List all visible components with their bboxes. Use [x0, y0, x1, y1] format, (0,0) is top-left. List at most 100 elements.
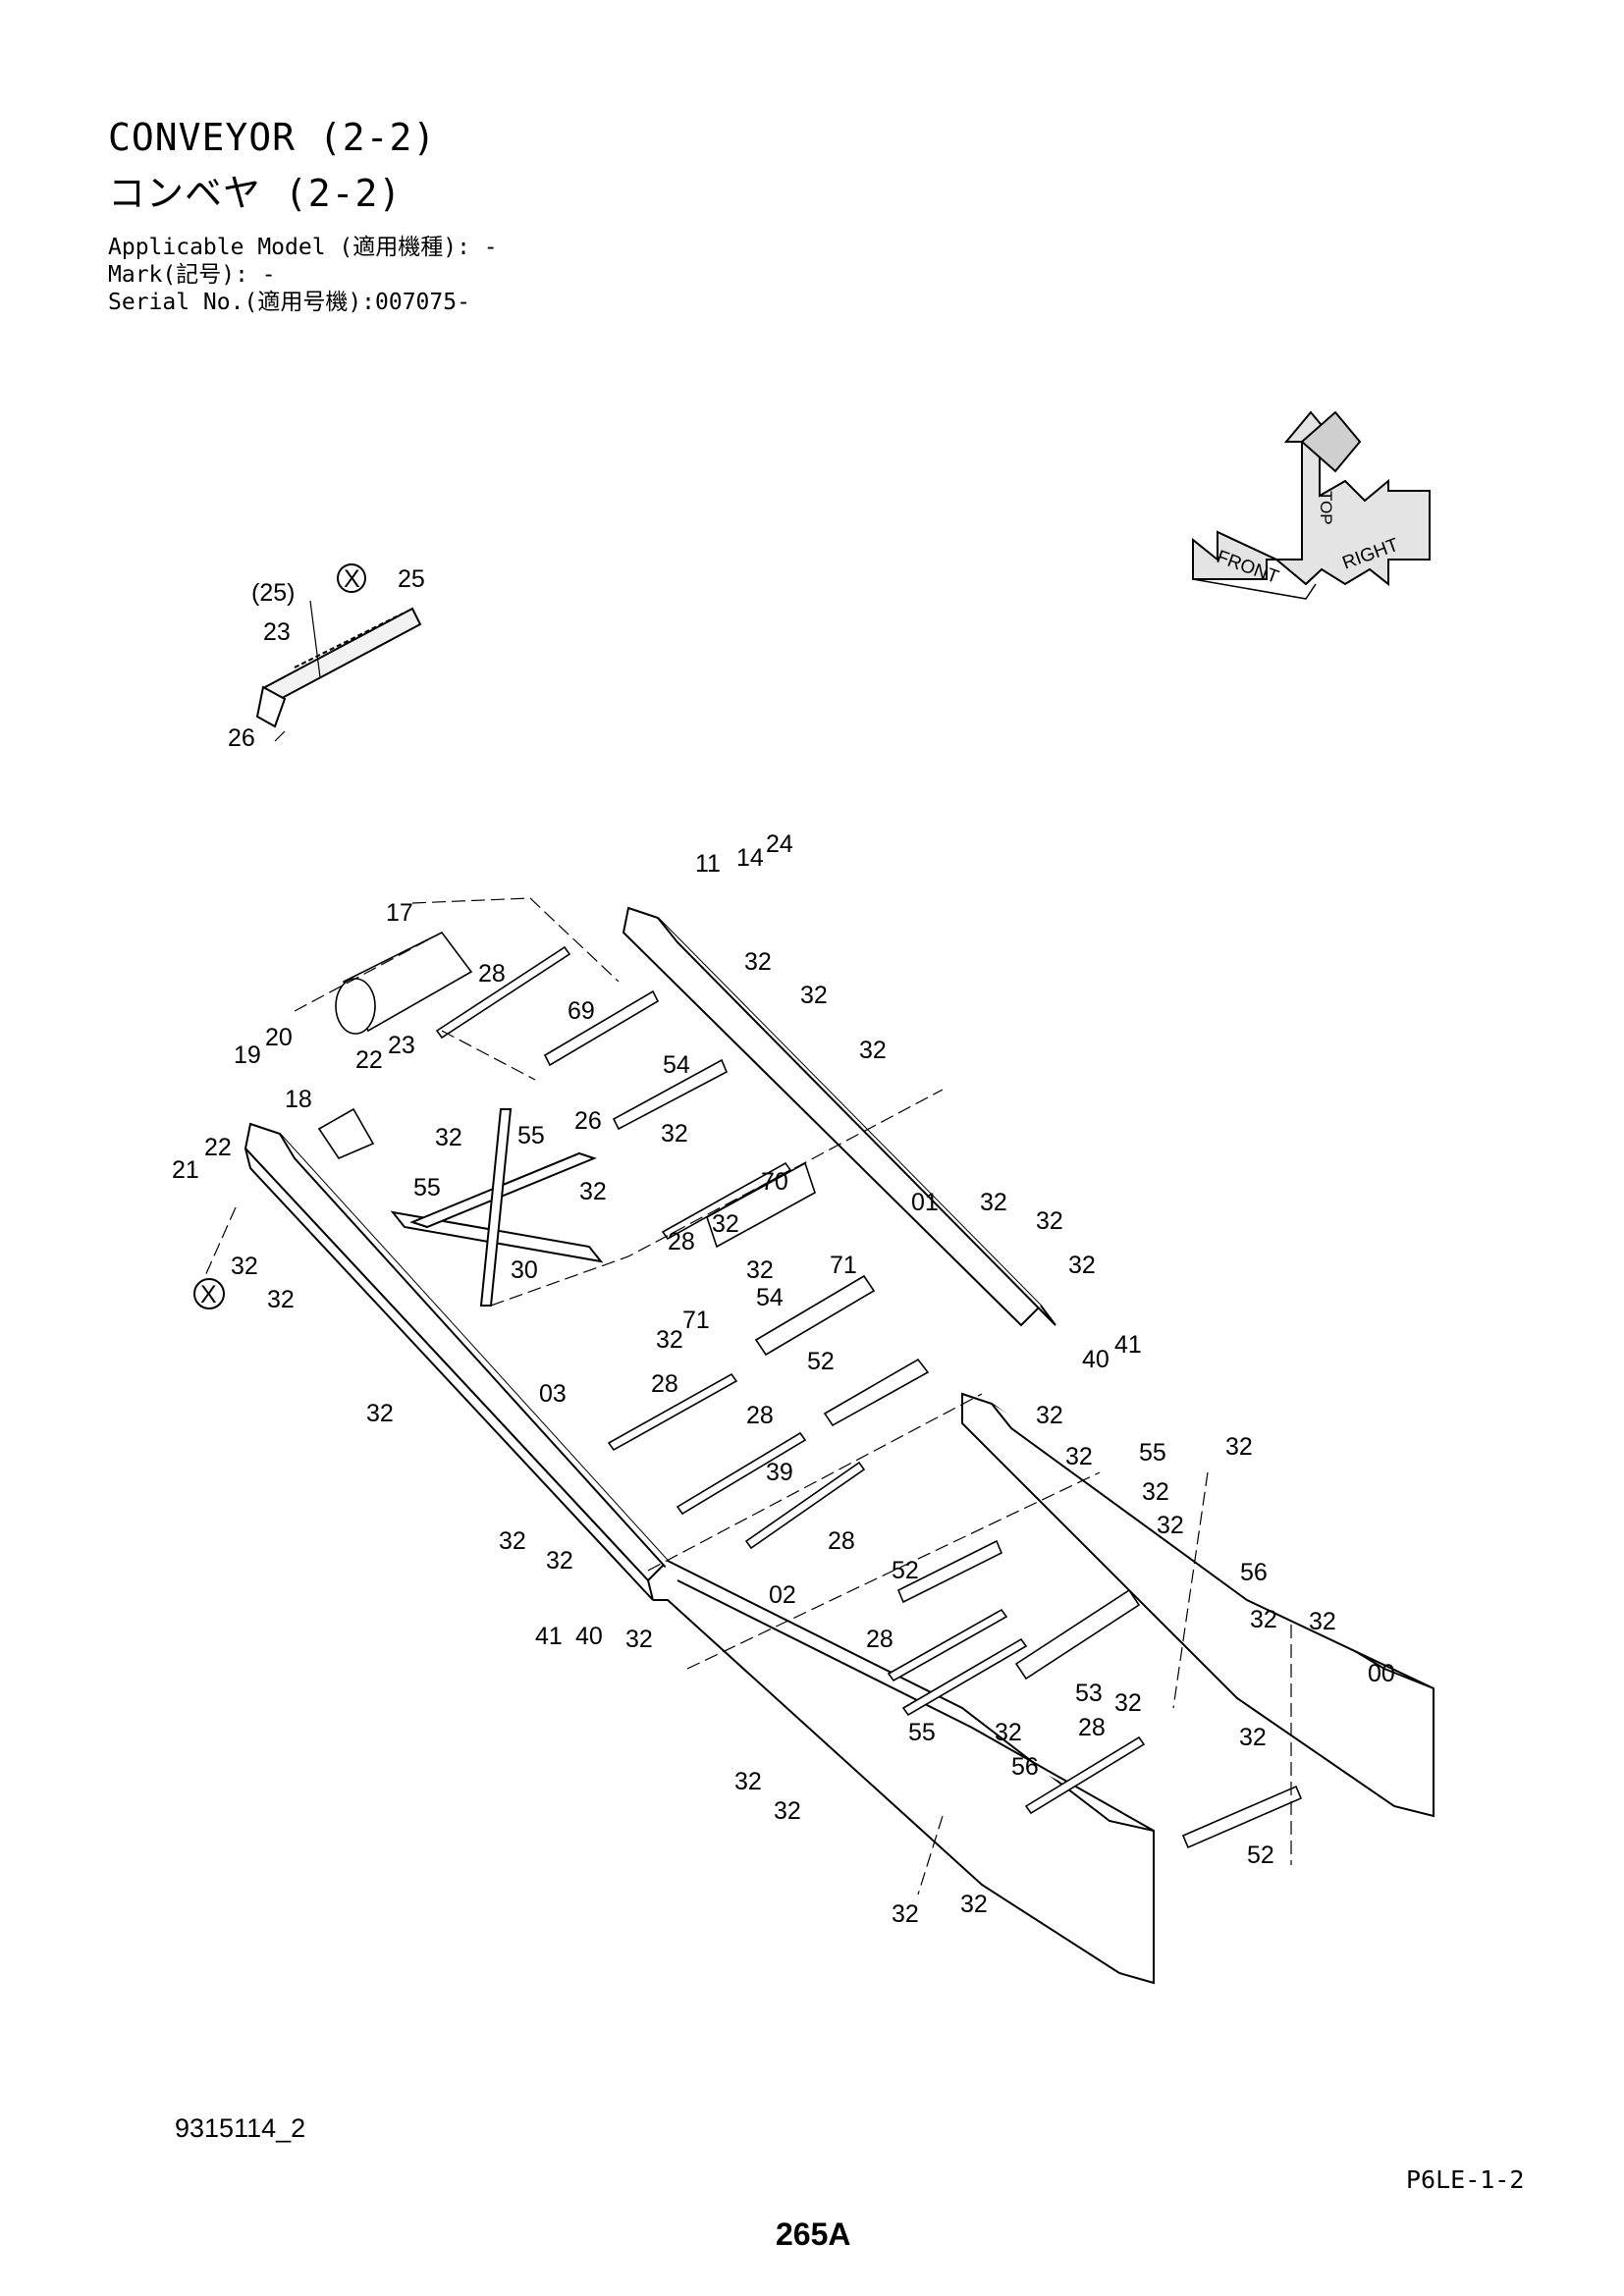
- callout: 32: [366, 1400, 394, 1427]
- callout: 11: [695, 850, 721, 878]
- callout: 00: [1368, 1660, 1395, 1687]
- callout: 56: [1240, 1559, 1268, 1586]
- cross-shafts: [435, 945, 1146, 1815]
- drawing-code: 9315114_2: [175, 2113, 306, 2143]
- top-label: TOP: [1317, 491, 1335, 525]
- callout: 32: [800, 982, 828, 1009]
- rollers: [317, 931, 1303, 1849]
- callout: 32: [746, 1256, 774, 1284]
- callout: 21: [172, 1156, 199, 1184]
- callout: 24: [766, 830, 793, 858]
- page-number: 265A: [776, 2216, 851, 2252]
- callout: 52: [1247, 1842, 1274, 1869]
- callout: 52: [892, 1557, 919, 1584]
- callout: 70: [761, 1168, 788, 1196]
- callout: 26: [228, 724, 255, 752]
- callout: 28: [828, 1527, 855, 1555]
- callout: 22: [204, 1134, 232, 1161]
- svg-text:X: X: [344, 565, 360, 593]
- callout: 32: [1065, 1443, 1093, 1470]
- callout: 40: [575, 1623, 603, 1650]
- callout: 52: [807, 1348, 835, 1375]
- callout: 32: [435, 1124, 462, 1151]
- callout: 32: [1225, 1433, 1253, 1461]
- callout: 55: [908, 1719, 936, 1746]
- callout: 30: [511, 1256, 538, 1284]
- callout: 28: [668, 1228, 695, 1255]
- detail-marker-icon: X: [193, 1278, 225, 1309]
- callout: 01: [911, 1189, 939, 1216]
- catalog-version: P6LE-1-2: [1406, 2165, 1525, 2194]
- callout: 32: [1142, 1478, 1169, 1506]
- callout: 23: [388, 1032, 415, 1059]
- mark-info: Mark(記号): -: [108, 262, 276, 288]
- svg-text:X: X: [200, 1281, 217, 1308]
- callout: 32: [995, 1719, 1022, 1746]
- callout: 32: [661, 1120, 688, 1148]
- callout: 32: [774, 1797, 801, 1825]
- callout: 55: [413, 1174, 441, 1201]
- callout: 32: [267, 1286, 295, 1313]
- callout: 55: [1139, 1439, 1166, 1467]
- callout: 02: [769, 1581, 796, 1609]
- callout: 32: [1250, 1606, 1277, 1633]
- callout: 32: [1036, 1207, 1063, 1235]
- callout: 40: [1082, 1346, 1110, 1373]
- callout: 32: [546, 1547, 573, 1575]
- applicable-model: Applicable Model (適用機種): -: [108, 235, 498, 260]
- callout: 23: [263, 618, 291, 646]
- callout: 39: [766, 1459, 793, 1486]
- callout: 28: [866, 1626, 893, 1653]
- diagram-title: CONVEYOR (2-2): [108, 116, 437, 159]
- callout: 32: [579, 1178, 607, 1205]
- callout: 19: [234, 1041, 261, 1069]
- callout: 32: [1239, 1724, 1267, 1751]
- diagram-title-japanese: コンベヤ (2-2): [108, 172, 403, 215]
- callout: 28: [1078, 1714, 1106, 1741]
- callout: 32: [734, 1768, 762, 1795]
- callout: 28: [746, 1402, 774, 1429]
- callout: 28: [651, 1370, 678, 1398]
- callout: 25: [398, 565, 425, 593]
- callout: 41: [1114, 1331, 1142, 1359]
- callout: 32: [744, 948, 772, 976]
- callout: 32: [656, 1326, 683, 1354]
- callout: 17: [386, 899, 413, 927]
- part-callouts: (25) 25 23 26 11 14 24 17 28 69 20 19 22…: [172, 565, 1395, 1928]
- detail-marker-icon: [337, 563, 366, 593]
- direction-indicator-icon: FRONT RIGHT TOP: [1192, 410, 1431, 600]
- callout: 56: [1011, 1753, 1039, 1781]
- callout: 18: [285, 1086, 312, 1113]
- callout: (25): [251, 579, 295, 607]
- callout: 32: [1309, 1608, 1336, 1635]
- callout: 71: [682, 1307, 710, 1334]
- callout: 22: [355, 1046, 383, 1074]
- callout: 54: [756, 1284, 784, 1311]
- callout: 03: [539, 1380, 567, 1408]
- callout: 54: [663, 1051, 690, 1079]
- frame-left-rail: [244, 1122, 1155, 1985]
- callout: 32: [892, 1900, 919, 1928]
- detail-inset: X: [255, 563, 422, 742]
- callout: 32: [1114, 1689, 1142, 1717]
- callout: 32: [980, 1189, 1007, 1216]
- callout: 71: [830, 1252, 857, 1279]
- callout: 32: [1157, 1512, 1184, 1539]
- assembly-guide-lines: [195, 897, 1292, 1896]
- callout: 32: [712, 1210, 739, 1238]
- callout: 32: [1068, 1252, 1096, 1279]
- callout: 32: [231, 1253, 258, 1280]
- callout: 53: [1075, 1680, 1103, 1707]
- callout: 26: [574, 1107, 602, 1135]
- callout: 32: [1036, 1402, 1063, 1429]
- callout: 41: [535, 1623, 563, 1650]
- callout: 32: [859, 1037, 887, 1064]
- callout: 55: [517, 1122, 545, 1149]
- callout: 32: [960, 1891, 988, 1918]
- serial-number: Serial No.(適用号機):007075-: [108, 290, 470, 315]
- callout: 20: [265, 1024, 293, 1051]
- callout: 32: [499, 1527, 526, 1555]
- cross-member-30: [390, 1108, 604, 1307]
- callout: 28: [478, 960, 506, 988]
